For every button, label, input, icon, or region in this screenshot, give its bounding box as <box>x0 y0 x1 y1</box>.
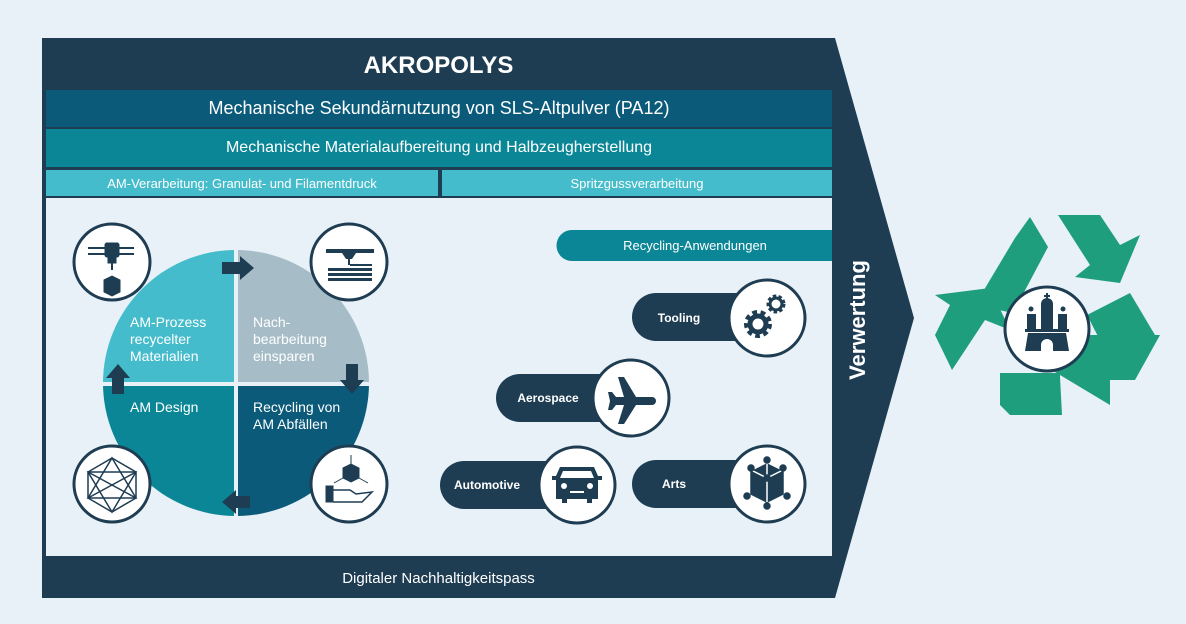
arrow-left-icon <box>222 490 250 514</box>
q4-line2: AM Abfällen <box>253 416 328 432</box>
gears-icon <box>744 294 786 338</box>
q2-line1: Nach- <box>253 314 291 330</box>
printer-icon <box>88 242 134 297</box>
recycling-symbol-icon <box>935 215 1160 415</box>
polyhedron-icon-circle <box>72 444 152 524</box>
arrow-up-icon <box>106 364 130 394</box>
q1-line3: Materialien <box>130 348 198 364</box>
app-label-tooling: Tooling <box>658 311 700 325</box>
layers-icon <box>326 249 374 281</box>
app-tooling: Tooling <box>632 278 807 358</box>
q1-line2: recycelter <box>130 331 191 347</box>
verwertung-label-wrap: Verwertung <box>838 250 878 390</box>
app-label-aerospace: Aerospace <box>517 391 579 405</box>
hamburg-castle-icon <box>1025 293 1069 351</box>
q4-line1: Recycling von <box>253 399 340 415</box>
quadrant-labels: AM-Prozess recycelter Materialien Nach- … <box>130 314 340 432</box>
q2-line2: bearbeitung <box>253 331 327 347</box>
applications-header: Recycling-Anwendungen <box>623 238 767 253</box>
arrow-right-icon <box>222 256 254 280</box>
car-icon <box>552 467 602 503</box>
footer: Digitaler Nachhaltigkeitspass <box>342 569 535 587</box>
app-label-arts: Arts <box>662 477 686 491</box>
app-label-automotive: Automotive <box>454 478 520 492</box>
recycle-arrow-segment <box>1000 373 1062 415</box>
applications-header-bg <box>556 230 832 261</box>
app-aerospace: Aerospace <box>496 358 671 438</box>
bar-row2: Mechanische Materialaufbereitung und Hal… <box>46 129 832 167</box>
bar-row3-left: AM-Verarbeitung: Granulat- und Filamentd… <box>46 170 438 196</box>
q3-line1: AM Design <box>130 399 198 415</box>
bar-row1: Mechanische Sekundärnutzung von SLS-Altp… <box>46 90 832 127</box>
hand-cube-icon <box>325 455 375 503</box>
recycle-arrow-segment <box>1058 215 1140 283</box>
app-arts: Arts <box>632 444 807 524</box>
recycle-arrow-segment <box>975 217 1048 313</box>
bar-row3-right: Spritzgussverarbeitung <box>442 170 832 196</box>
q1-line1: AM-Prozess <box>130 314 206 330</box>
q2-line3: einsparen <box>253 348 315 364</box>
title: AKROPOLYS <box>363 52 514 79</box>
hand-cube-icon-circle <box>309 444 389 524</box>
app-automotive: Automotive <box>440 445 617 525</box>
arrow-down-icon <box>340 364 364 394</box>
cube-network-icon <box>743 456 791 510</box>
verwertung-label: Verwertung <box>845 260 870 380</box>
recycle-arrow-segment <box>935 288 1010 370</box>
polyhedron-icon <box>86 456 138 514</box>
cycle-diagram: AM-Prozess recycelter Materialien Nach- … <box>72 222 832 525</box>
airplane-icon <box>608 377 656 424</box>
